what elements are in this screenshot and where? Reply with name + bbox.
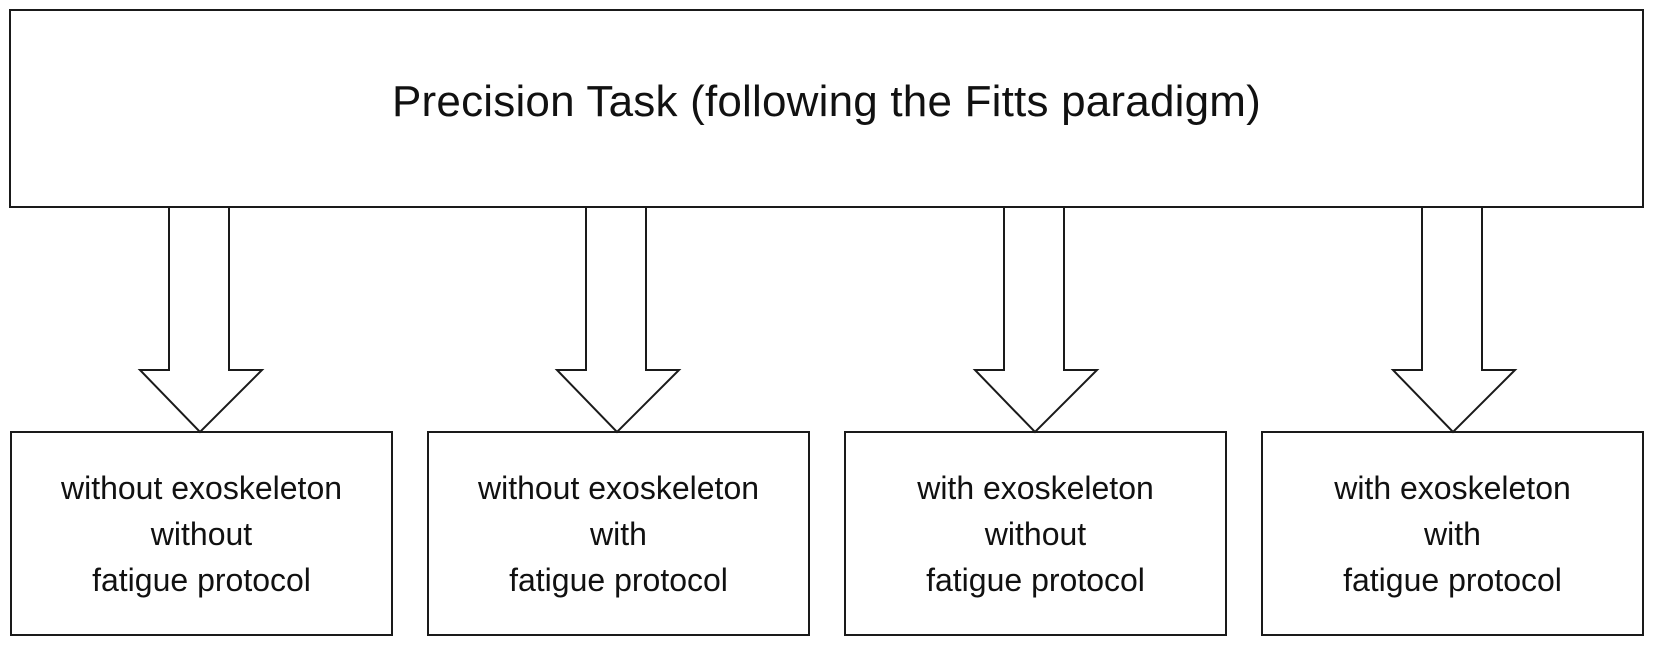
condition-fatigue-qualifier: without bbox=[150, 515, 253, 552]
condition-exoskeleton-label: with exoskeleton bbox=[917, 469, 1154, 506]
down-arrow-1-icon bbox=[137, 206, 265, 434]
condition-fatigue-qualifier: with bbox=[590, 515, 647, 552]
condition-exoskeleton-label: with exoskeleton bbox=[1334, 469, 1571, 506]
precision-task-box: Precision Task (following the Fitts para… bbox=[9, 9, 1644, 208]
condition-fatigue-label: fatigue protocol bbox=[509, 561, 728, 598]
condition-exoskeleton-label: without exoskeleton bbox=[60, 469, 343, 506]
task-title: Precision Task (following the Fitts para… bbox=[392, 76, 1261, 126]
condition-fatigue-label: fatigue protocol bbox=[1343, 561, 1562, 598]
condition-box-exo-fatigue: with exoskeleton with fatigue protocol bbox=[1261, 431, 1644, 636]
condition-box-no-exo-no-fatigue: without exoskeleton without fatigue prot… bbox=[10, 431, 393, 636]
condition-fatigue-qualifier: with bbox=[1424, 515, 1481, 552]
condition-fatigue-label: fatigue protocol bbox=[926, 561, 1145, 598]
condition-box-no-exo-fatigue: without exoskeleton with fatigue protoco… bbox=[427, 431, 810, 636]
down-arrow-3-icon bbox=[972, 206, 1100, 434]
condition-exoskeleton-label: without exoskeleton bbox=[477, 469, 760, 506]
down-arrow-2-icon bbox=[554, 206, 682, 434]
condition-box-exo-no-fatigue: with exoskeleton without fatigue protoco… bbox=[844, 431, 1227, 636]
condition-fatigue-qualifier: without bbox=[984, 515, 1087, 552]
condition-fatigue-label: fatigue protocol bbox=[92, 561, 311, 598]
down-arrow-4-icon bbox=[1390, 206, 1518, 434]
